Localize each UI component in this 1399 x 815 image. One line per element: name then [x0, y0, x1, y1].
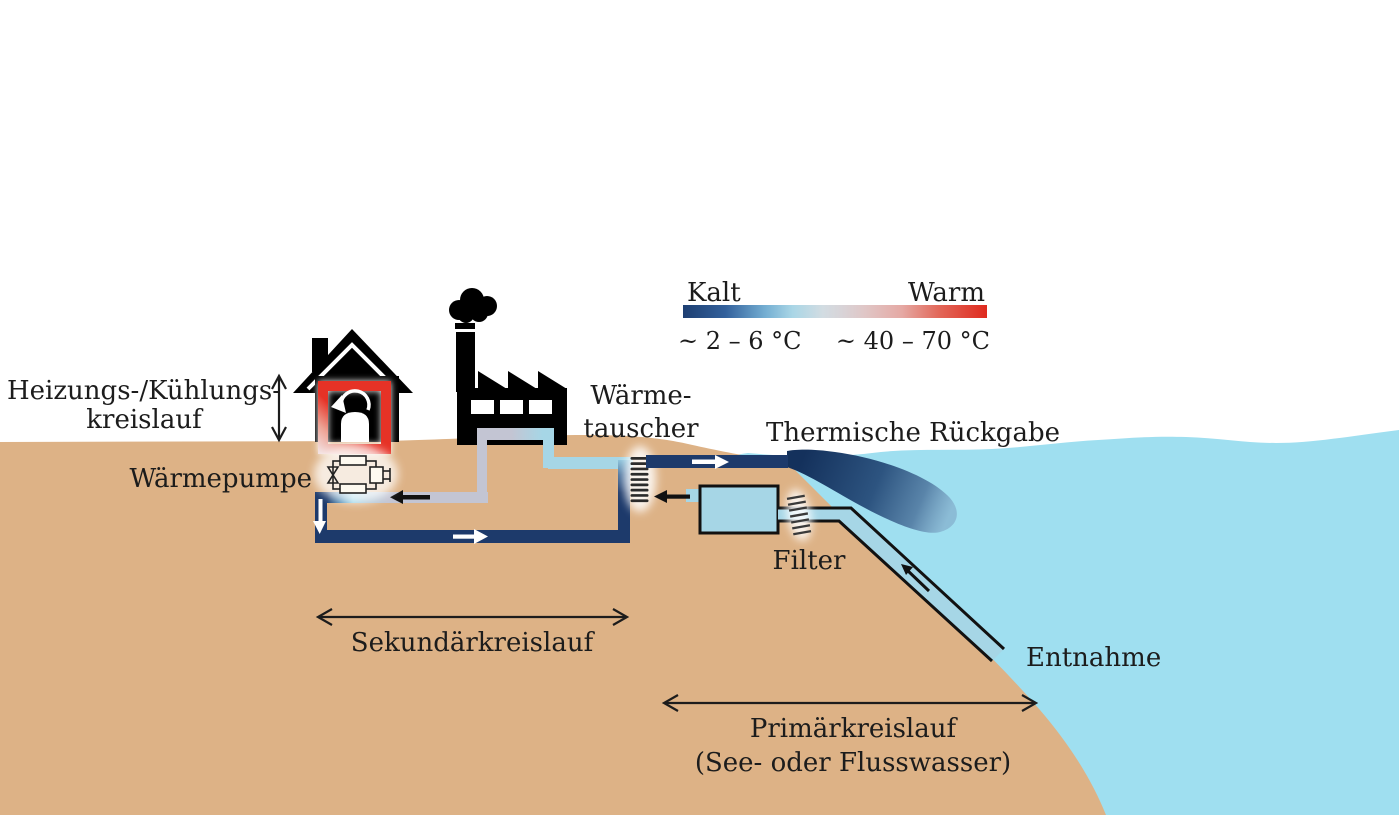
- factory-roof-tooth: [508, 371, 537, 389]
- heat-pump-cycle-icon: [326, 455, 391, 494]
- legend-warm-range: ~ 40 – 70 °C: [836, 327, 990, 355]
- factory-window: [471, 400, 494, 414]
- flow-arrow-right-icon: [453, 529, 488, 544]
- legend-warm-label: Warm: [908, 278, 985, 308]
- double-arrow-horizontal-icon: [661, 694, 1039, 712]
- flow-arrow-left-icon: [654, 490, 690, 503]
- primary-circuit-label-line1: Primärkreislauf: [750, 714, 959, 744]
- legend-cold-label: Kalt: [687, 278, 741, 308]
- factory-roof-tooth: [478, 371, 507, 389]
- legend-cold-range: ~ 2 – 6 °C: [678, 327, 802, 355]
- secondary-circuit-label: Sekundärkreislauf: [351, 628, 596, 658]
- thermal-plume: [787, 449, 957, 533]
- temperature-legend: Kalt Warm ~ 2 – 6 °C ~ 40 – 70 °C: [678, 278, 990, 355]
- flow-arrow-down-icon: [313, 499, 326, 534]
- pipe-top-horizontal: [477, 428, 554, 440]
- heating-cooling-label-line1: Heizungs-/Kühlungs-: [7, 376, 281, 406]
- factory-roof-tooth: [538, 371, 567, 389]
- extraction-label: Entnahme: [1026, 643, 1161, 673]
- filter-label: Filter: [773, 546, 847, 576]
- heat-pump-label: Wärmepumpe: [129, 464, 312, 494]
- flow-arrow-right-icon: [692, 455, 729, 469]
- primary-circuit-label-line2: (See- oder Flusswasser): [695, 748, 1011, 778]
- thermal-return-label: Thermische Rückgabe: [766, 418, 1060, 448]
- pipe-gray-up-leg: [477, 428, 487, 502]
- pipe-into-exchanger: [548, 457, 633, 469]
- double-arrow-horizontal-icon: [315, 608, 630, 626]
- filter-to-exchanger-pipe: [686, 489, 702, 502]
- filter-box: [698, 484, 780, 535]
- filter-screen-icon: [786, 489, 812, 541]
- heat-pump-glow: [314, 445, 398, 503]
- legend-gradient-bar: [683, 305, 987, 318]
- pipe-cool-down-leg: [543, 428, 554, 468]
- heat-exchanger-label-line2: tauscher: [583, 414, 699, 444]
- house-roof-inset-line: [306, 342, 399, 392]
- flow-arrow-left-icon: [390, 490, 430, 504]
- heat-pump-icon: [314, 445, 398, 503]
- heating-cooling-label-line2: kreislauf: [86, 405, 204, 435]
- rotation-arrow-icon: [331, 389, 371, 413]
- flow-arrow-up-left-icon: [901, 564, 931, 593]
- ground: [0, 435, 1106, 815]
- smoke-icon: [449, 288, 497, 323]
- factory-chimney-rim: [455, 323, 475, 329]
- secondary-circuit-pipes: [313, 428, 633, 544]
- heat-exchanger-coil-icon: [630, 457, 649, 503]
- factory-window: [529, 400, 552, 414]
- factory-window: [500, 400, 523, 414]
- factory-chimney: [456, 332, 475, 392]
- house-door: [341, 412, 369, 442]
- double-arrow-vertical-icon: [271, 373, 287, 443]
- heat-exchanger-label-line1: Wärme-: [590, 381, 691, 411]
